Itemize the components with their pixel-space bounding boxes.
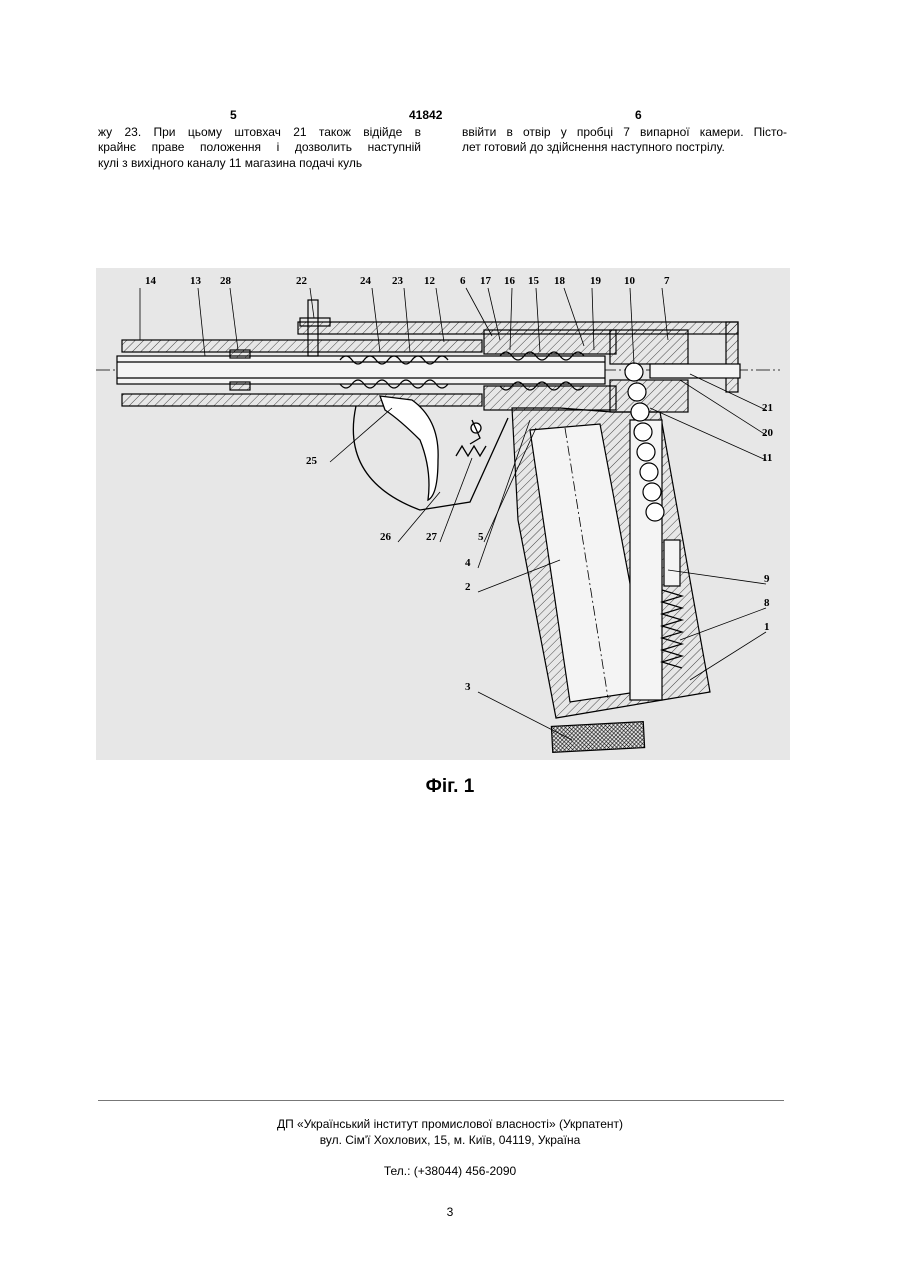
part-28-lower — [230, 382, 250, 390]
text-line: крайнє праве положення і дозволить насту… — [98, 140, 421, 155]
part-label-7: 7 — [664, 275, 670, 287]
part-label-19: 19 — [590, 275, 602, 287]
right-text-column: ввійти в отвір у пробці 7 випарної камер… — [462, 125, 787, 156]
patent-number: 41842 — [409, 108, 442, 122]
part-label-23: 23 — [392, 275, 404, 287]
part-label-5: 5 — [478, 531, 484, 543]
part-label-10: 10 — [624, 275, 636, 287]
part-label-11: 11 — [762, 452, 772, 464]
footer-phone: Тел.: (+38044) 456-2090 — [0, 1164, 900, 1178]
part-label-6: 6 — [460, 275, 466, 287]
text-line: ввійти в отвір у пробці 7 випарної камер… — [462, 125, 787, 140]
barrel-wall-bottom — [122, 394, 482, 406]
part-label-15: 15 — [528, 275, 540, 287]
left-page-number: 5 — [230, 108, 237, 122]
part-label-18: 18 — [554, 275, 566, 287]
text-line: лет готовий до здійснення наступного пос… — [462, 140, 787, 155]
part-label-22: 22 — [296, 275, 308, 287]
part-label-16: 16 — [504, 275, 516, 287]
page-number: 3 — [0, 1205, 900, 1219]
right-page-number: 6 — [635, 108, 642, 122]
part-label-13: 13 — [190, 275, 202, 287]
left-text-column: жу 23. При цьому штовхач 21 також відійд… — [98, 125, 421, 171]
pistol-technical-drawing: 14 13 28 22 24 23 12 6 17 16 15 18 19 10… — [96, 268, 790, 760]
part-label-17: 17 — [480, 275, 492, 287]
evaporation-chamber-bottom — [610, 380, 688, 412]
part-label-1: 1 — [764, 621, 770, 633]
part-label-3: 3 — [465, 681, 471, 693]
text-line: кулі з вихідного каналу 11 магазина пода… — [98, 156, 421, 171]
text-line: жу 23. При цьому штовхач 21 також відійд… — [98, 125, 421, 140]
part-label-8: 8 — [764, 597, 770, 609]
evaporation-chamber-plug — [610, 330, 688, 364]
part-label-28: 28 — [220, 275, 232, 287]
footer-organization: ДП «Український інститут промислової вла… — [0, 1117, 900, 1131]
part-28-upper — [230, 350, 250, 358]
part-label-26: 26 — [380, 531, 392, 543]
housing-rear-wall — [726, 322, 738, 392]
part-label-14: 14 — [145, 275, 157, 287]
part-label-21: 21 — [762, 402, 773, 414]
valve-body-top — [484, 330, 616, 354]
barrel-wall-top — [122, 340, 482, 352]
follower-9 — [664, 540, 680, 586]
magazine-channel-11 — [630, 420, 662, 700]
part-label-12: 12 — [424, 275, 436, 287]
part-label-27: 27 — [426, 531, 438, 543]
footer-address: вул. Сім'ї Хохлових, 15, м. Київ, 04119,… — [0, 1133, 900, 1147]
barrel-tube — [117, 356, 605, 384]
part-label-4: 4 — [465, 557, 471, 569]
part-label-24: 24 — [360, 275, 372, 287]
part-label-20: 20 — [762, 427, 774, 439]
part-label-25: 25 — [306, 455, 318, 467]
figure-caption: Фіг. 1 — [0, 776, 900, 798]
footer-divider — [98, 1100, 784, 1101]
pusher-rod — [650, 364, 740, 378]
part-label-2: 2 — [465, 581, 471, 593]
part-label-9: 9 — [764, 573, 770, 585]
